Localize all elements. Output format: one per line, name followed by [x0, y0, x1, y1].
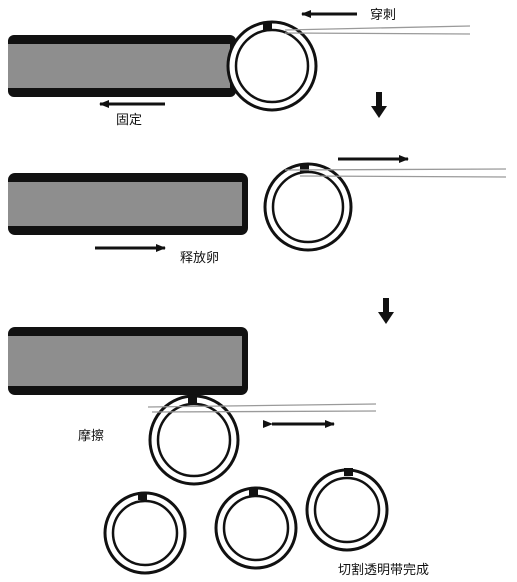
polar-body	[263, 22, 272, 30]
polar-body	[188, 396, 197, 404]
rub-label: 摩擦	[78, 428, 104, 444]
polar-body	[138, 492, 147, 500]
result-oocyte-3	[305, 468, 389, 552]
polar-body	[344, 468, 353, 476]
stage-2-release-egg: 释放卵	[8, 155, 507, 266]
cutting-needle	[284, 25, 471, 35]
oocyte	[148, 394, 240, 486]
result-oocyte-1	[103, 491, 187, 575]
fix-label: 固定	[116, 113, 142, 128]
cutting-needle	[284, 168, 507, 178]
holding-pipette	[8, 327, 248, 395]
step-arrow-down-2	[378, 298, 394, 324]
release-egg-label: 释放卵	[180, 251, 219, 266]
step-arrow-down-1	[371, 92, 387, 118]
result-oocyte-2	[214, 486, 298, 570]
stage-1-fix-and-puncture: 穿刺 固定	[8, 7, 471, 128]
completion-label: 切割透明带完成	[338, 562, 429, 578]
polar-body	[249, 488, 258, 496]
oocyte	[226, 20, 318, 112]
polar-body	[300, 164, 309, 172]
stage-3-rub: 摩擦	[8, 327, 377, 486]
puncture-label: 穿刺	[370, 7, 396, 23]
holding-pipette	[8, 173, 248, 235]
holding-pipette	[8, 35, 236, 97]
cutting-needle	[147, 403, 377, 413]
oocyte	[263, 162, 353, 252]
result-oocytes: 切割透明带完成	[103, 468, 429, 578]
